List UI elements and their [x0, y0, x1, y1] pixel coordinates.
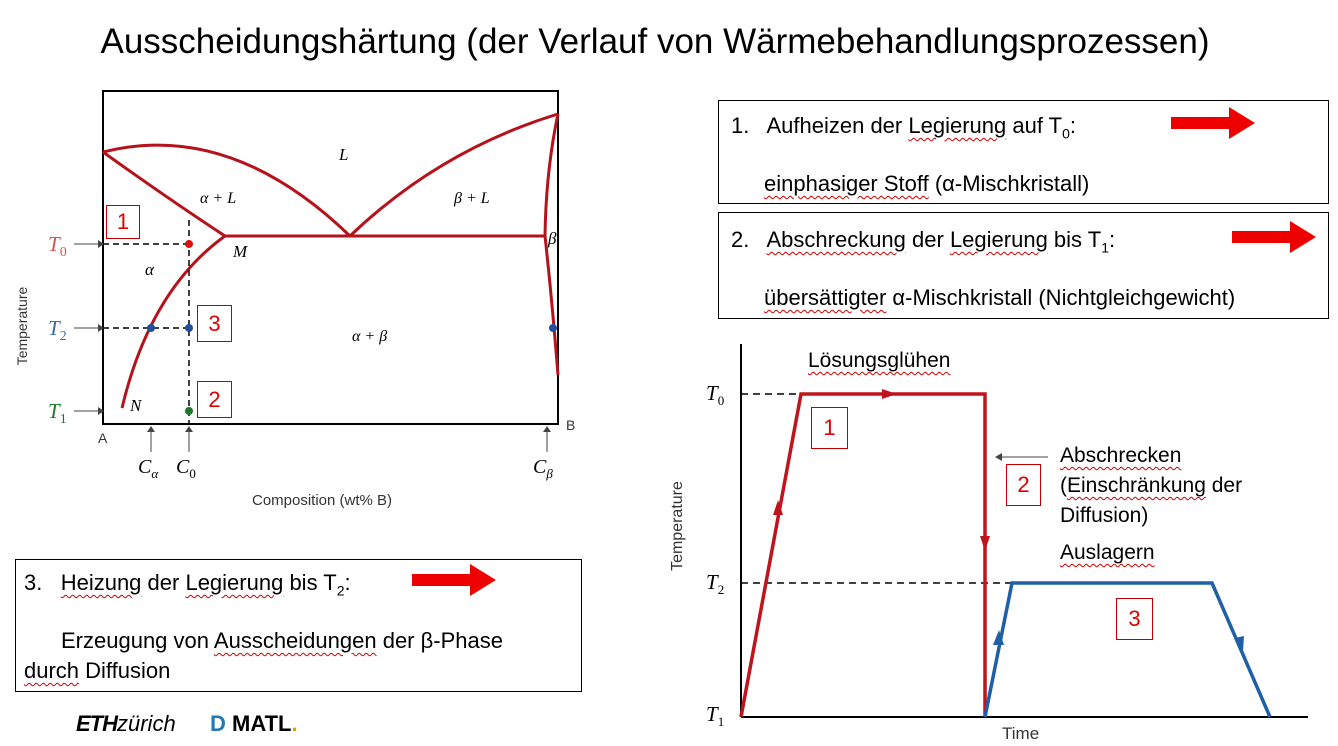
heat-marker-1: 1: [811, 407, 848, 449]
region-beta-L: β + L: [454, 190, 490, 207]
point-t2-cbeta: [549, 324, 557, 332]
point-t0: [185, 240, 193, 248]
region-alpha-beta: α + β: [352, 328, 388, 345]
heat-chart-x-axis-label: Time: [1002, 724, 1040, 743]
region-alpha-L: α + L: [200, 190, 237, 207]
solvus-right: [543, 235, 560, 376]
pd-marker-3: 3: [197, 305, 232, 342]
heat-path-aging: [983, 581, 1272, 718]
heat-path-down-arrow: [980, 536, 990, 551]
solidus-left: [102, 150, 226, 238]
pd-t0-label: T0: [48, 232, 67, 261]
pd-corner-b: B: [566, 417, 576, 433]
region-L: L: [339, 145, 349, 164]
region-beta: β: [548, 229, 557, 248]
step-1-arrow-icon: [1171, 107, 1255, 139]
point-t1: [185, 407, 193, 415]
region-alpha: α: [145, 260, 154, 279]
label-aging: Auslagern: [1060, 541, 1155, 564]
step-2-heading: 2. Abschreckung der Legierung bis T1:: [731, 227, 1116, 256]
step-3-detail-line2: durch Diffusion: [24, 658, 171, 683]
region-N: N: [130, 396, 142, 415]
pd-t2-label: T2: [48, 316, 67, 345]
pd-corner-a: A: [98, 430, 108, 446]
solvus-left: [120, 234, 226, 409]
liquidus-left: [102, 143, 352, 238]
heat-path-right-arrow: [882, 389, 897, 399]
page-title: Ausscheidungshärtung (der Verlauf von Wä…: [100, 22, 1210, 61]
heat-path-up-arrow: [773, 500, 783, 515]
pd-c-beta: Cβ: [533, 456, 553, 481]
step-1-heading: 1. Aufheizen der Legierung auf T0:: [731, 113, 1077, 142]
heat-chart-t1-label: T1: [706, 702, 725, 730]
point-t2-calpha: [147, 324, 155, 332]
heat-chart-t0-label: T0: [706, 381, 725, 409]
heat-chart-y-axis-label: Temperature: [669, 481, 686, 571]
label-solution-anneal: Lösungsglühen: [808, 349, 951, 372]
step-3-heading: 3. Heizung der Legierung bis T2:: [24, 570, 351, 599]
heat-path-solution: [739, 392, 987, 718]
label-quench: Abschrecken (Einschränkung der Diffusion…: [1060, 444, 1243, 527]
solidus-right: [543, 113, 560, 237]
heat-marker-2: 2: [1006, 464, 1041, 506]
step-2-detail: übersättigter α-Mischkristall (Nichtglei…: [764, 285, 1236, 310]
dmatl-logo: D MATL.: [210, 711, 298, 736]
heat-path-aging-down-arrow: [1235, 636, 1244, 652]
step-3-detail-line1: Erzeugung von Ausscheidungen der β-Phase: [61, 628, 503, 653]
step-1-detail: einphasiger Stoff (α-Mischkristall): [764, 171, 1090, 196]
step-2-arrow-icon: [1232, 221, 1316, 253]
region-M: M: [233, 242, 248, 261]
heat-path-aging-up-arrow: [993, 630, 1004, 645]
step-3-box: 3. Heizung der Legierung bis T2: Erzeugu…: [15, 559, 582, 692]
heat-marker-3: 3: [1116, 598, 1153, 640]
pd-marker-1: 1: [106, 205, 140, 239]
step-1-box: 1. Aufheizen der Legierung auf T0: einph…: [718, 100, 1329, 204]
pd-marker-2: 2: [197, 381, 232, 418]
liquidus-right: [348, 112, 559, 238]
heat-chart-t2-label: T2: [706, 570, 725, 598]
point-t2-c0: [185, 324, 193, 332]
step-3-arrow-icon: [412, 564, 496, 596]
eth-zurich-logo: ETHzürich: [76, 711, 176, 736]
pd-x-axis-label: Composition (wt% B): [252, 492, 393, 509]
step-2-box: 2. Abschreckung der Legierung bis T1: üb…: [718, 212, 1329, 319]
pd-c-0: C0: [176, 456, 196, 481]
pd-c-alpha: Cα: [138, 456, 159, 481]
phase-diagram-frame: [102, 90, 559, 425]
pd-t1-label: T1: [48, 399, 67, 428]
